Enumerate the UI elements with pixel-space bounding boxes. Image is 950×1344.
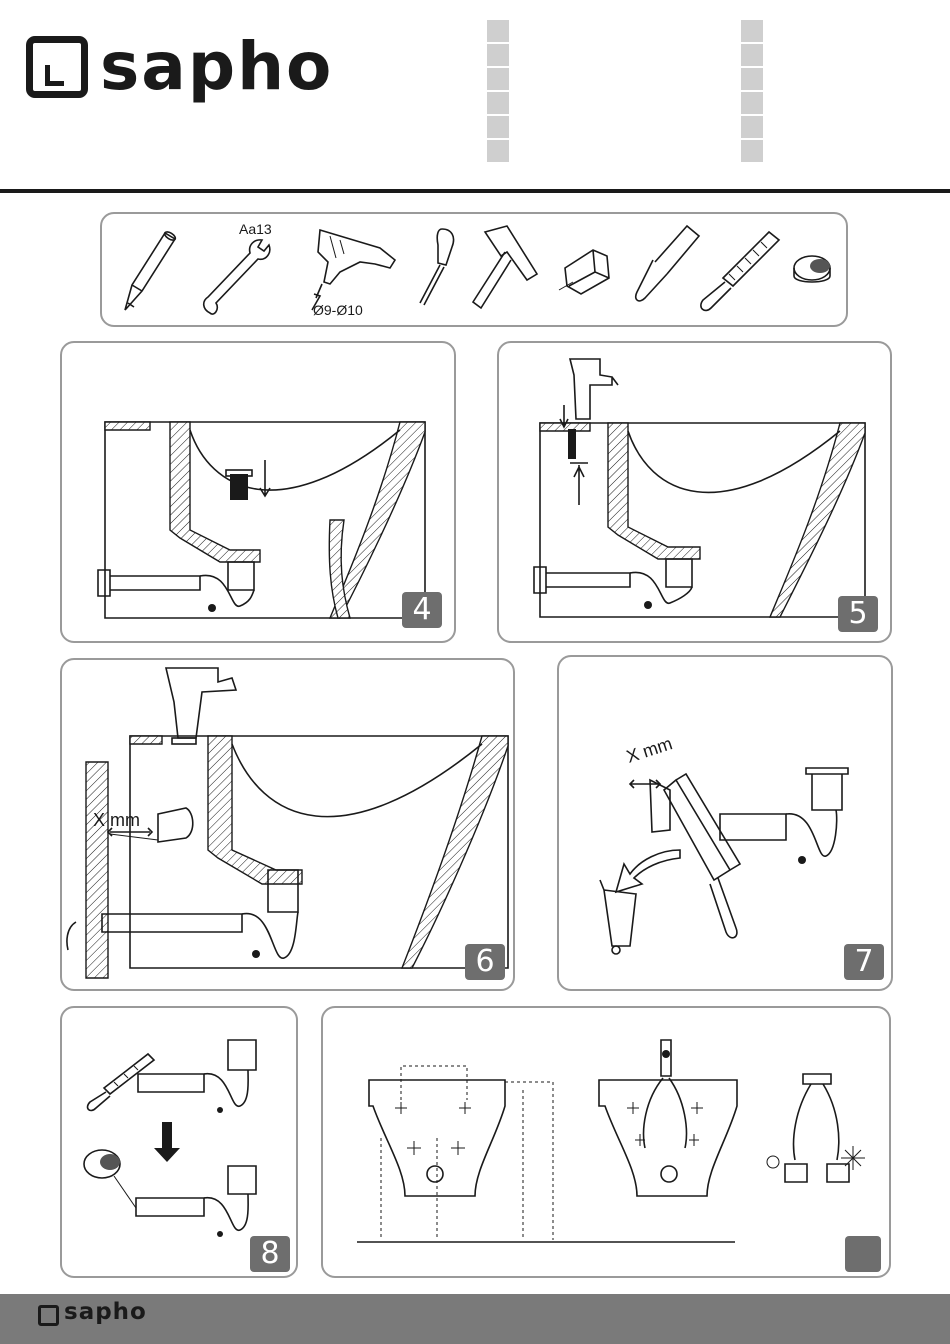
tape-measure-icon — [555, 238, 615, 298]
footer-brand: sapho — [64, 1299, 147, 1325]
wrench-icon — [198, 235, 273, 320]
step-8-finishing-cut — [80, 1030, 280, 1250]
hacksaw-icon — [625, 222, 705, 307]
file-icon — [695, 228, 785, 313]
step-number-badge: 7 — [844, 944, 884, 980]
brand-name: sapho — [100, 30, 333, 104]
step-number-badge: 4 — [402, 592, 442, 628]
hammer-icon — [465, 222, 545, 312]
footer-logo-mark — [38, 1305, 59, 1326]
header-divider — [0, 189, 950, 193]
step-number-badge: 5 — [838, 596, 878, 632]
drill-icon — [300, 222, 410, 312]
step-5-bidet-section — [520, 355, 875, 625]
step-7-cutting-pipe — [590, 760, 850, 960]
drill-bit-size-label: Ø9-Ø10 — [313, 302, 363, 318]
sealant-tin-icon — [790, 252, 840, 292]
measure-label: X mm — [93, 810, 140, 831]
step-number-badge: 6 — [465, 944, 505, 980]
swatch-column-right — [741, 20, 763, 162]
screwdriver-icon — [410, 225, 460, 310]
step-4-bidet-section — [80, 410, 430, 625]
swatch-column-left — [487, 20, 509, 162]
step-number-badge — [845, 1236, 881, 1272]
step-number-badge: 8 — [250, 1236, 290, 1272]
sapho-logo-mark — [26, 36, 88, 98]
step-final-diagrams — [345, 1030, 875, 1250]
pencil-icon — [120, 225, 180, 315]
